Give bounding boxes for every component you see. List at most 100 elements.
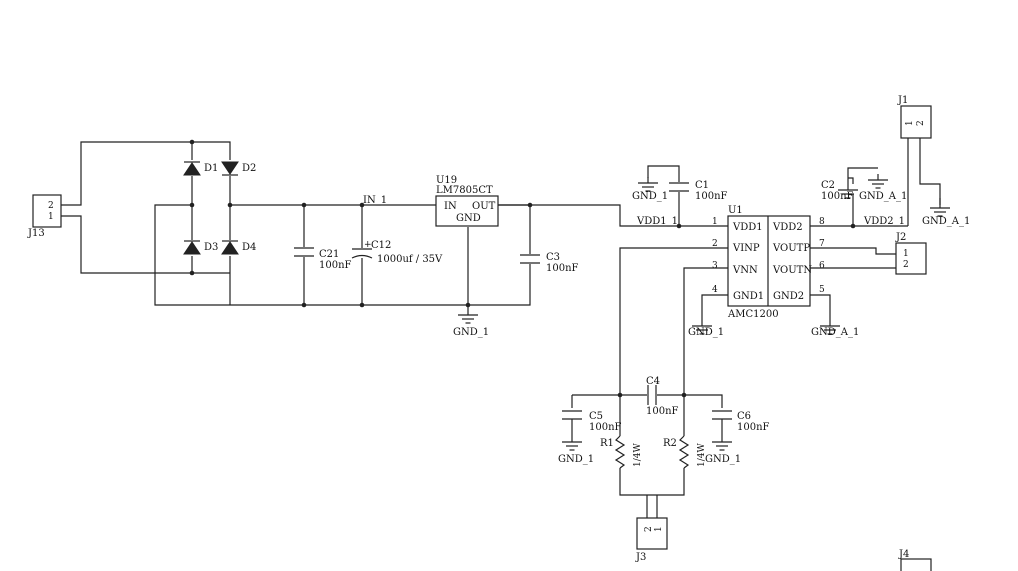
r1-value: 1/4W [633,443,643,467]
gnda1-label-u1: GND_A_1 [811,327,859,338]
gnd-symbol-regulator: GND_1 [453,304,489,338]
u1-pin-vinp: VINP [732,243,760,254]
c4-ref: C4 [646,376,660,387]
j13-pin-1: 1 [48,212,54,222]
j2-pin-1: 1 [903,249,909,259]
vdd1-wires [498,165,728,227]
capacitor-c21: C21 100nF [294,247,352,271]
resistor-r1: R1 1/4W [600,435,643,469]
j3-pin-1: 1 [654,526,664,532]
j13-ref: J13 [27,228,45,239]
gnd1-label-c5: GND_1 [558,454,594,465]
u1-pinnum-3: 3 [712,261,718,271]
u1-pin-vnn: VNN [732,265,758,276]
gnda1-label-j1: GND_A_1 [922,216,970,227]
capacitor-c1: C1 100nF [669,180,728,202]
connector-j4: J4 [898,549,932,571]
diode-d2: D2 [221,160,256,176]
c5-ref: C5 [589,411,603,422]
c12-value: 1000uf / 35V [377,254,443,265]
gnd1-label-c6: GND_1 [705,454,741,465]
diode-d1: D1 [183,160,218,176]
u1-pin-gnd1: GND1 [733,291,764,302]
resistor-r2: R2 1/4W [663,435,707,469]
u19-gnd-pin: GND [456,213,481,224]
c5-value: 100nF [589,422,622,433]
j2-pin-2: 2 [903,260,909,270]
gnd-symbol-u1-gnd2: GND_A_1 [811,315,859,338]
c2-ref: C2 [821,180,835,191]
d4-label: D4 [242,242,256,253]
u1-pin-gnd2: GND2 [773,291,804,302]
j1-ref: J1 [897,95,908,106]
u1-pinnum-8: 8 [819,217,825,227]
gnd1-label-u1: GND_1 [688,327,724,338]
u1-part: AMC1200 [727,309,779,320]
u1-pinnum-5: 5 [819,285,825,295]
u1-pin-vdd1: VDD1 [732,222,763,233]
capacitor-c3: C3 100nF [520,252,579,274]
input-network-wires [571,394,723,518]
u1-pinnum-1: 1 [712,217,718,227]
diode-d4: D4 [221,240,256,256]
net-vdd2-label: VDD2_1 [863,216,905,227]
j1-pin-1: 1 [905,120,915,126]
u19-part: LM7805CT [436,185,493,196]
gnd1-label-regulator: GND_1 [453,327,489,338]
gnd-symbol-c1: GND_1 [632,176,668,202]
c4-value: 100nF [646,406,679,417]
c2-value: 100nF [821,191,854,202]
capacitor-c6: C6 100nF GND_1 [705,410,770,465]
u1-pin-voutn: VOUTN [772,265,812,276]
u1-pinnum-6: 6 [819,261,825,271]
j2-ref: J2 [895,232,906,243]
gnd1-label-c1: GND_1 [632,191,668,202]
r2-ref: R2 [663,438,677,449]
r2-value: 1/4W [697,443,707,467]
connector-j2: J2 1 2 [895,232,927,275]
u1-pinnum-4: 4 [712,285,718,295]
d3-label: D3 [204,242,218,253]
c3-ref: C3 [546,252,560,263]
isolation-amp-u1: U1 AMC1200 VDD1 VINP VNN GND1 VDD2 VOUTP… [712,205,825,320]
amp-pin-wires [619,177,908,395]
connector-j1: J1 1 2 GND_A_1 [897,95,970,227]
c1-ref: C1 [695,180,709,191]
j4-ref: J4 [898,549,909,560]
j1-pin-2: 2 [916,120,926,126]
regulator-u19: IN OUT GND U19 LM7805CT [435,175,499,227]
connector-j3: 2 1 J3 [635,517,668,563]
capacitor-c2: C2 100nF GND_A_1 [821,167,907,202]
net-vdd1-label: VDD1_1 [636,216,678,227]
c12-ref: C12 [371,240,391,251]
j13-pin-2: 2 [48,201,54,211]
diode-d3: D3 [183,240,218,256]
u1-pin-vdd2: VDD2 [772,222,803,233]
c6-ref: C6 [737,411,751,422]
c3-value: 100nF [546,263,579,274]
u1-pin-voutp: VOUTP [772,243,810,254]
j3-ref: J3 [635,552,646,563]
u19-in-pin: IN [444,201,457,212]
d2-label: D2 [242,163,256,174]
connector-j13: 2 1 J13 [27,194,62,239]
r1-ref: R1 [600,438,614,449]
capacitor-c5: C5 100nF GND_1 [558,410,622,465]
u19-ref: U19 [436,175,457,186]
j3-pin-2: 2 [644,526,654,532]
gnda1-label-c2: GND_A_1 [859,191,907,202]
u1-pinnum-2: 2 [712,239,718,249]
c6-value: 100nF [737,422,770,433]
u19-out-pin: OUT [472,201,496,212]
u1-pinnum-7: 7 [819,239,825,249]
gnd-symbol-u1-gnd1: GND_1 [688,315,724,338]
c12-polarity: + [364,240,372,250]
c21-ref: C21 [319,249,339,260]
capacitor-c12: + C12 1000uf / 35V [351,240,443,265]
u1-ref: U1 [728,205,743,216]
d1-label: D1 [204,163,218,174]
c21-value: 100nF [319,260,352,271]
capacitor-c4: C4 100nF [646,376,679,417]
c1-value: 100nF [695,191,728,202]
